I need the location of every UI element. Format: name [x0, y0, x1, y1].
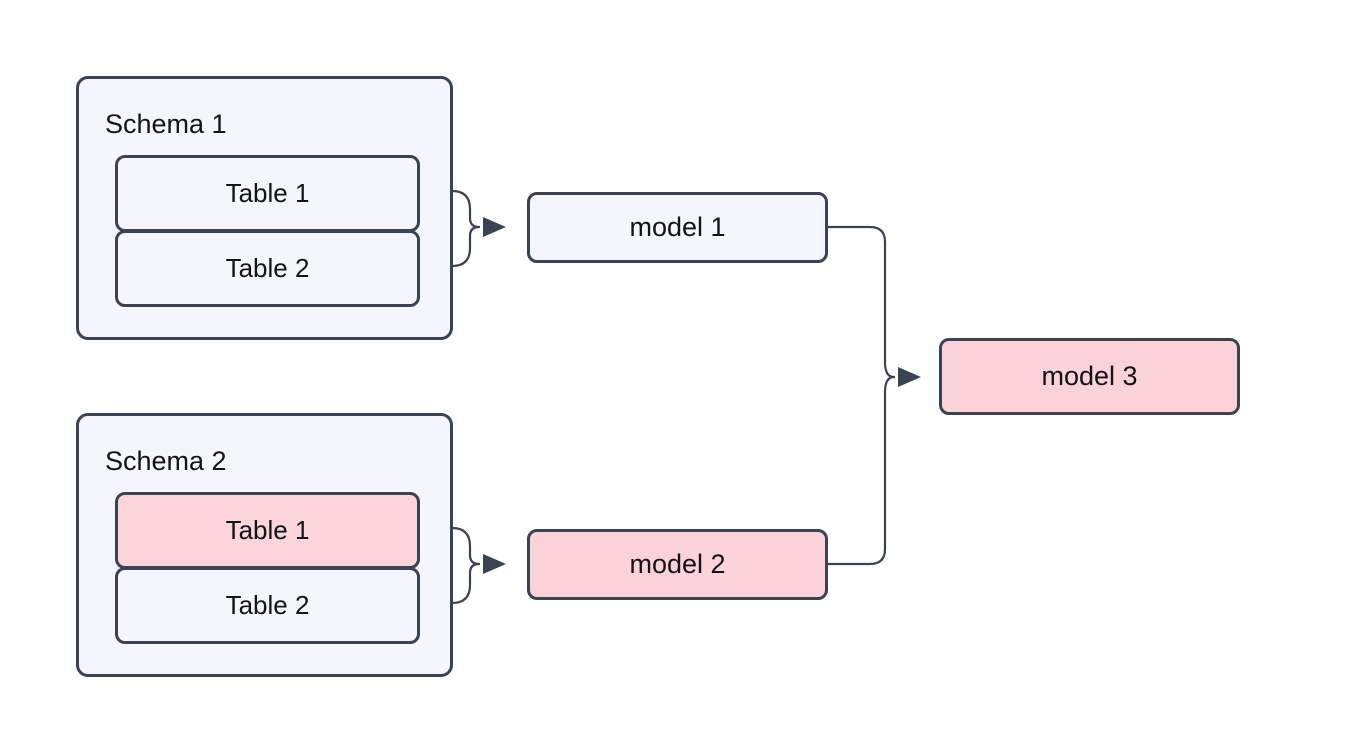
schema-2-table-1[interactable]: Table 1 [115, 492, 420, 569]
model-1-node[interactable]: model 1 [527, 192, 828, 263]
arrowhead-to-model3 [898, 367, 921, 387]
schema-container-2[interactable]: Schema 2 Table 1 Table 2 [76, 413, 453, 677]
model-2-label: model 2 [629, 549, 726, 579]
schema-2-table-2[interactable]: Table 2 [115, 567, 420, 644]
schema-1-table-2[interactable]: Table 2 [115, 230, 420, 307]
schema-2-table-2-label: Table 2 [225, 590, 310, 620]
model-1-label: model 1 [629, 212, 726, 242]
model-2-node[interactable]: model 2 [527, 529, 828, 600]
edge-model2-to-model3 [826, 375, 896, 566]
schema-2-table-1-label: Table 1 [225, 515, 310, 545]
schema-1-table-1-label: Table 1 [225, 178, 310, 208]
schema-1-label: Schema 1 [105, 109, 227, 139]
schema-container-1[interactable]: Schema 1 Table 1 Table 2 [76, 76, 453, 340]
model-3-node[interactable]: model 3 [939, 338, 1240, 415]
arrowhead-to-model1 [483, 217, 506, 237]
model-3-label: model 3 [1041, 361, 1138, 391]
schema-1-table-2-label: Table 2 [225, 253, 310, 283]
arrowhead-to-model2 [483, 554, 506, 574]
schema-2-label: Schema 2 [105, 446, 227, 476]
edge-model1-to-model3 [826, 225, 896, 379]
schema-1-table-1[interactable]: Table 1 [115, 155, 420, 232]
